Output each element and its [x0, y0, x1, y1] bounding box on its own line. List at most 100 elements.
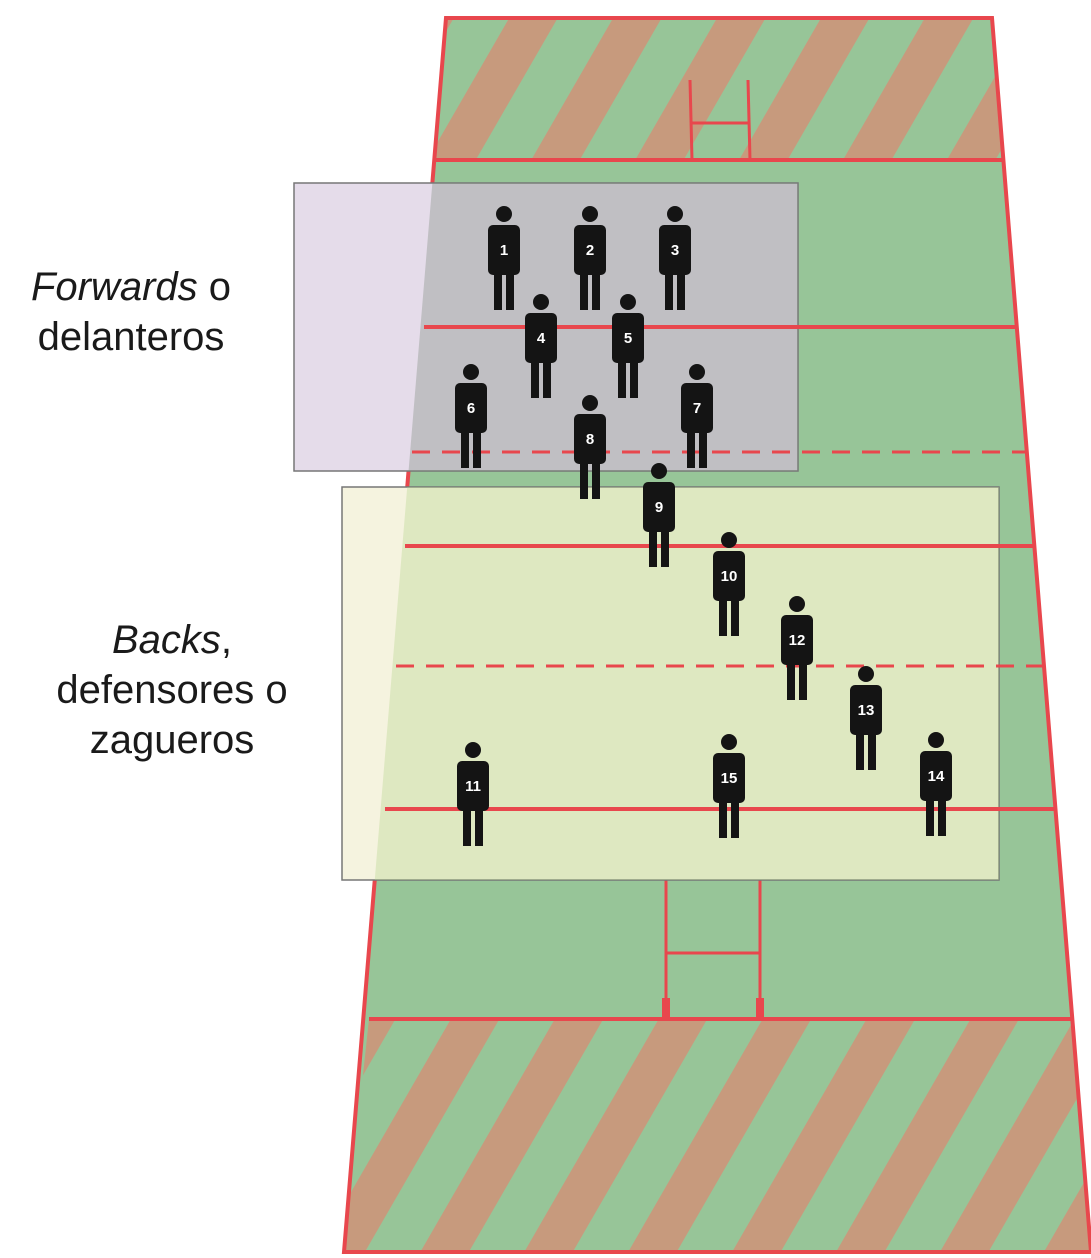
player-leg — [687, 430, 695, 468]
player-1: 1 — [488, 206, 520, 310]
player-torso — [612, 313, 644, 363]
player-torso — [525, 313, 557, 363]
player-torso — [457, 761, 489, 811]
player-5: 5 — [612, 294, 644, 398]
player-12: 12 — [781, 596, 813, 700]
player-head — [533, 294, 549, 310]
player-torso — [455, 383, 487, 433]
player-head — [858, 666, 874, 682]
player-leg — [543, 360, 551, 398]
player-13: 13 — [850, 666, 882, 770]
player-6: 6 — [455, 364, 487, 468]
player-leg — [618, 360, 626, 398]
player-leg — [856, 732, 864, 770]
backs-label-rest: , — [220, 618, 233, 662]
forwards-label-rest: o — [197, 265, 232, 309]
player-3: 3 — [659, 206, 691, 310]
player-11: 11 — [457, 742, 489, 846]
player-leg — [649, 529, 657, 567]
player-8: 8 — [574, 395, 606, 499]
player-number: 6 — [467, 400, 475, 417]
player-14: 14 — [920, 732, 952, 836]
backs-label-line3: zagueros — [89, 718, 255, 762]
player-15: 15 — [713, 734, 745, 838]
player-torso — [713, 551, 745, 601]
player-leg — [731, 598, 739, 636]
forwards-group-label: Forwards o delanteros — [0, 262, 262, 362]
player-leg — [665, 272, 673, 310]
player-leg — [868, 732, 876, 770]
player-leg — [592, 461, 600, 499]
backs-box-on-field — [344, 487, 999, 880]
player-head — [721, 734, 737, 750]
player-number: 10 — [721, 568, 738, 585]
backs-box-outside — [341, 486, 1000, 881]
player-head — [465, 742, 481, 758]
player-leg — [473, 430, 481, 468]
forwards-label-italic: Forwards — [30, 265, 198, 309]
player-head — [582, 395, 598, 411]
forwards-label-line2: delanteros — [37, 315, 225, 359]
player-head — [496, 206, 512, 222]
player-head — [689, 364, 705, 380]
bottom-ingoal-area — [344, 1019, 1091, 1252]
player-leg — [580, 272, 588, 310]
bottom-goal-posts — [662, 880, 764, 1019]
player-number: 15 — [721, 770, 738, 787]
backs-label-line2: defensores o — [56, 668, 288, 712]
player-leg — [938, 798, 946, 836]
player-torso — [850, 685, 882, 735]
player-leg — [719, 598, 727, 636]
player-number: 14 — [928, 768, 945, 785]
backs-overlay — [341, 486, 1000, 881]
player-torso — [781, 615, 813, 665]
top-ingoal-area — [436, 18, 1003, 160]
player-torso — [681, 383, 713, 433]
player-leg — [787, 662, 795, 700]
player-leg — [677, 272, 685, 310]
player-head — [582, 206, 598, 222]
player-leg — [531, 360, 539, 398]
player-number: 8 — [586, 431, 594, 448]
player-torso — [574, 225, 606, 275]
player-leg — [463, 808, 471, 846]
backs-label-italic: Backs — [111, 618, 221, 662]
player-7: 7 — [681, 364, 713, 468]
player-number: 11 — [465, 778, 481, 795]
player-head — [651, 463, 667, 479]
player-head — [463, 364, 479, 380]
player-leg — [661, 529, 669, 567]
player-torso — [574, 414, 606, 464]
player-head — [721, 532, 737, 548]
player-9: 9 — [643, 463, 675, 567]
player-leg — [926, 798, 934, 836]
player-number: 7 — [693, 400, 701, 417]
player-leg — [475, 808, 483, 846]
player-head — [667, 206, 683, 222]
top-goal-posts — [688, 79, 752, 161]
backs-group-label: Backs, defensores o zagueros — [22, 615, 322, 765]
player-torso — [713, 753, 745, 803]
player-leg — [731, 800, 739, 838]
player-leg — [592, 272, 600, 310]
player-4: 4 — [525, 294, 557, 398]
player-head — [789, 596, 805, 612]
player-number: 12 — [789, 632, 806, 649]
player-torso — [643, 482, 675, 532]
player-torso — [659, 225, 691, 275]
player-number: 2 — [586, 242, 594, 259]
player-head — [928, 732, 944, 748]
player-number: 1 — [500, 242, 508, 259]
player-leg — [506, 272, 514, 310]
player-leg — [799, 662, 807, 700]
player-number: 3 — [671, 242, 679, 259]
player-number: 5 — [624, 330, 632, 347]
player-leg — [461, 430, 469, 468]
player-leg — [580, 461, 588, 499]
player-leg — [630, 360, 638, 398]
player-leg — [719, 800, 727, 838]
player-10: 10 — [713, 532, 745, 636]
player-head — [620, 294, 636, 310]
